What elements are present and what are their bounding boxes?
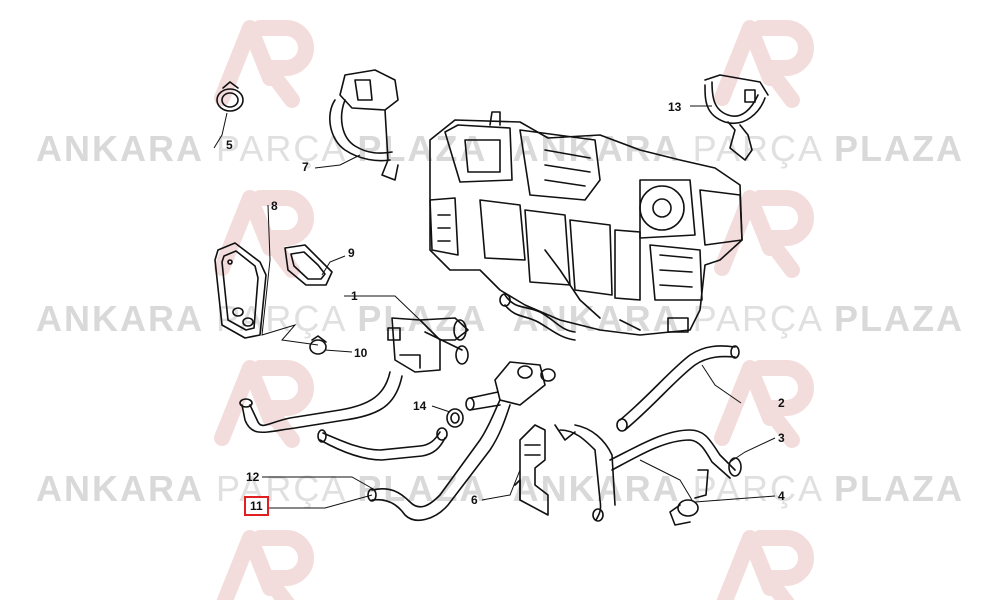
callout-8[interactable]: 8	[271, 199, 278, 213]
callout-9[interactable]: 9	[348, 246, 355, 260]
callout-6[interactable]: 6	[471, 493, 478, 507]
part-7-strap	[329, 69, 399, 181]
part-12-hose	[317, 427, 448, 461]
part-8-gasket	[214, 242, 267, 339]
ap-logo-icon	[714, 20, 814, 108]
leader-lines	[213, 105, 776, 509]
callout-3[interactable]: 3	[778, 431, 785, 445]
part-6-bracket	[514, 424, 549, 516]
ap-logo-icon	[216, 530, 314, 600]
outlet-pipe	[499, 293, 576, 341]
part-4-fitting	[669, 469, 709, 526]
callout-10[interactable]: 10	[354, 346, 368, 360]
part-14-clamp	[446, 408, 464, 428]
center-valve	[465, 361, 556, 411]
callout-1[interactable]: 1	[351, 289, 358, 303]
part-11-hose	[367, 399, 511, 521]
callout-7[interactable]: 7	[302, 160, 309, 174]
callout-12[interactable]: 12	[246, 470, 260, 484]
part-3-hose	[554, 424, 742, 522]
hose-left	[239, 371, 403, 434]
ap-logo-icon	[716, 530, 814, 600]
part-1-valve-block	[387, 317, 469, 373]
callout-2[interactable]: 2	[778, 396, 785, 410]
part-10-grommet	[309, 335, 327, 355]
part-5-clamp	[216, 81, 244, 112]
callout-14[interactable]: 14	[413, 399, 427, 413]
part-13-strap	[704, 74, 769, 161]
ap-logo-icon	[714, 190, 814, 278]
callout-13[interactable]: 13	[668, 100, 682, 114]
part-2-hose	[616, 345, 740, 432]
ap-logo-icon	[714, 360, 814, 448]
callout-11[interactable]: 11	[244, 496, 269, 516]
ap-logo-icon	[214, 20, 314, 108]
ap-logo-icon	[214, 360, 314, 448]
part-9-seal	[284, 244, 333, 286]
callout-4[interactable]: 4	[778, 489, 785, 503]
heater-box-housing	[429, 111, 743, 336]
callout-5[interactable]: 5	[226, 138, 233, 152]
